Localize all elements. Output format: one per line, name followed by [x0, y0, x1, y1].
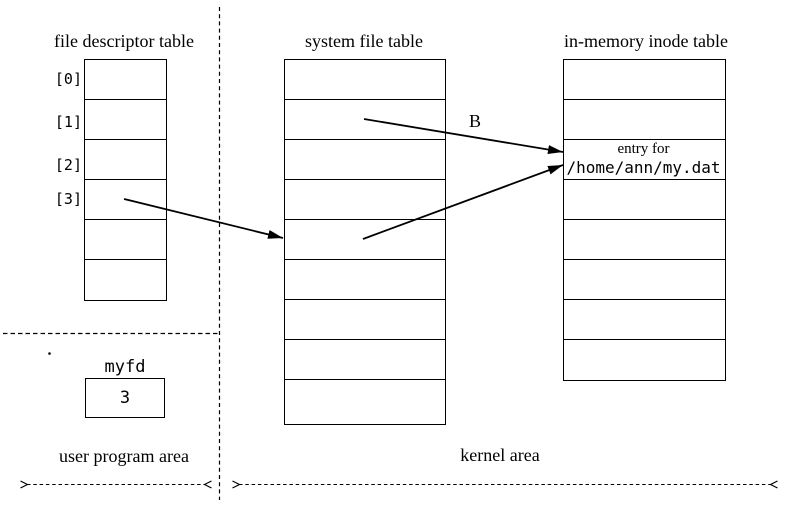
table-row: [564, 340, 725, 380]
myfd-value-box: 3: [85, 378, 165, 418]
user-program-area-label: user program area: [59, 446, 189, 466]
table-row: [564, 260, 725, 300]
myfd-label: myfd: [104, 357, 146, 377]
inode-table-title: in-memory inode table: [564, 31, 728, 51]
table-row: [285, 100, 445, 140]
system-file-table: [284, 59, 446, 425]
table-row: [85, 100, 166, 140]
table-row: [285, 220, 445, 260]
table-row: [285, 380, 445, 424]
fd-row-label-1: [1]: [54, 113, 82, 131]
table-row: [85, 140, 166, 180]
table-row: [285, 340, 445, 380]
fd-row-label-0: [0]: [54, 70, 82, 88]
table-row: [285, 140, 445, 180]
arrow-b-label: B: [468, 111, 481, 131]
file-descriptor-table: [84, 59, 167, 301]
fd-row-label-2: [2]: [54, 156, 82, 174]
table-row: [564, 140, 725, 180]
table-row: [285, 300, 445, 340]
kernel-area-label: kernel area: [460, 445, 540, 465]
stray-dot: [48, 352, 51, 355]
table-row: [564, 60, 725, 100]
fd-table-title: file descriptor table: [54, 31, 194, 51]
table-row: [285, 180, 445, 220]
table-row: [285, 60, 445, 100]
inode-entry-path: /home/ann/my.dat: [566, 158, 721, 177]
fd-row-label-3: [3]: [54, 190, 82, 208]
table-row: [564, 220, 725, 260]
table-row: [85, 60, 166, 100]
inode-entry-caption: entry for: [617, 141, 670, 157]
table-row: [564, 300, 725, 340]
system-file-table-title: system file table: [305, 31, 423, 51]
table-row: [564, 100, 725, 140]
table-row: [85, 220, 166, 260]
table-row: [85, 180, 166, 220]
in-memory-inode-table: [563, 59, 726, 381]
table-row: [85, 260, 166, 300]
table-row: [564, 180, 725, 220]
myfd-value: 3: [119, 388, 131, 408]
table-row: [285, 260, 445, 300]
